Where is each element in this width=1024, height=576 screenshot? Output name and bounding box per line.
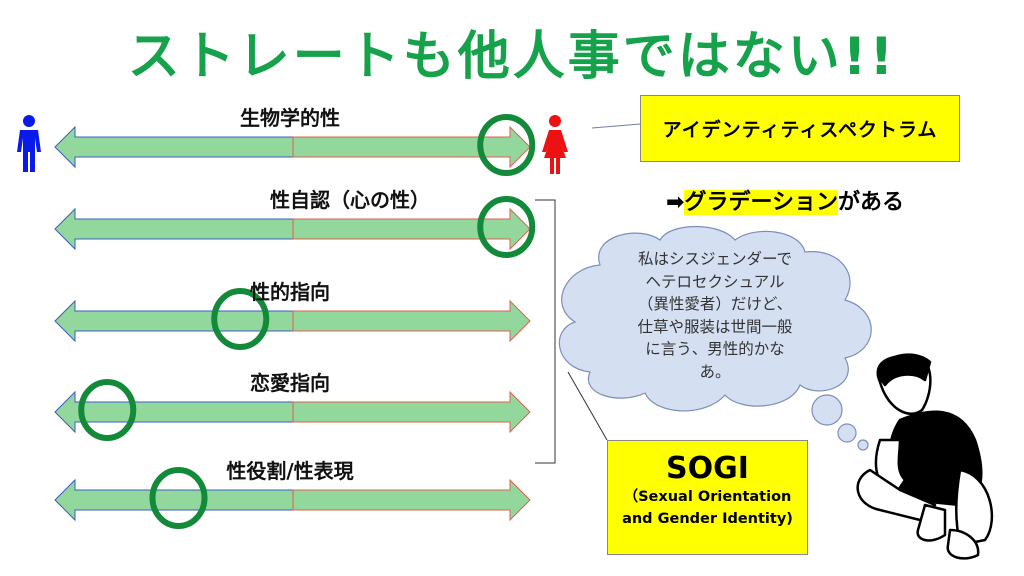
position-marker-circle — [477, 196, 536, 258]
thought-line: （異性愛者）だけど、 — [637, 295, 793, 313]
spectrum-label: 恋愛指向 — [250, 371, 330, 395]
spectrum-right-arrow — [292, 207, 531, 251]
gradation-text: ➡グラデーションがある — [666, 184, 904, 216]
thought-line: ヘテロセクシュアル — [645, 272, 785, 291]
right-arrow-icon: ➡ — [666, 190, 685, 215]
position-marker-circle — [78, 379, 137, 441]
gradation-highlight: グラデーション — [684, 190, 838, 215]
thought-line: 私はシスジェンダーで — [637, 250, 793, 268]
slide-title: ストレートも他人事ではない!! — [127, 27, 897, 87]
identity-spectrum-box: アイデンティティスペクトラム — [640, 95, 960, 162]
spectrum-left-arrow — [54, 299, 294, 343]
spectrum-label: 性役割/性表現 — [226, 459, 354, 483]
spectrum-right-arrow — [292, 390, 531, 434]
sogi-box: SOGI （Sexual Orientation and Gender Iden… — [607, 440, 808, 555]
spectrum-left-arrow — [54, 207, 294, 251]
bracket — [535, 199, 556, 464]
spectrum-label: 性自認（心の性） — [270, 188, 430, 212]
sogi-line2: and Gender Identity) — [622, 511, 793, 527]
female-person-icon — [542, 115, 568, 174]
spectrum-left-arrow — [54, 478, 294, 522]
sogi-connector — [567, 371, 608, 441]
position-marker-circle — [477, 114, 536, 176]
spectrum-right-arrow — [292, 299, 531, 343]
thought-line: に言う、男性的かな — [645, 340, 785, 358]
position-marker-circle — [211, 288, 270, 350]
spectrum-left-arrow — [54, 125, 294, 169]
thought-text: 私はシスジェンダーで ヘテロセクシュアル （異性愛者）だけど、 仕草や服装は世間… — [590, 248, 840, 383]
thought-line: あ。 — [699, 362, 731, 381]
spectrum-left-arrow — [54, 390, 294, 434]
thought-line: 仕草や服装は世間一般 — [637, 317, 793, 336]
thought-cloud — [558, 225, 872, 451]
sogi-line1: （Sexual Orientation — [623, 489, 792, 505]
position-marker-circle — [149, 467, 208, 529]
thinking-man-illustration — [856, 353, 994, 560]
connector-line — [591, 123, 641, 129]
spectrum-right-arrow — [292, 125, 531, 169]
gradation-rest: がある — [838, 190, 905, 215]
spectrum-label: 生物学的性 — [240, 106, 340, 130]
spectrum-right-arrow — [292, 478, 531, 522]
male-person-icon — [17, 115, 41, 172]
spectrum-label: 性的指向 — [250, 280, 330, 304]
sogi-title: SOGI — [666, 451, 749, 486]
